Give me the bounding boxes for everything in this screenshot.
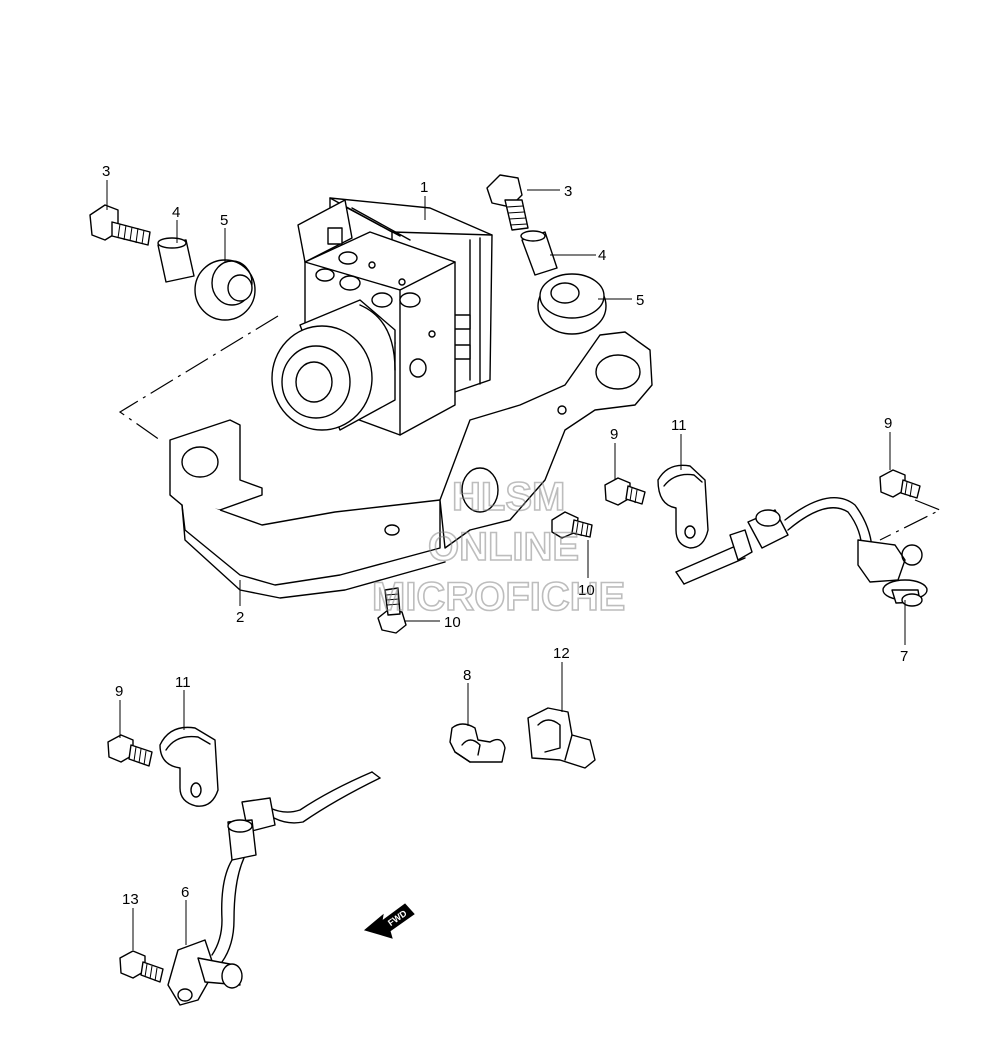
callout-9-lower: 9 bbox=[115, 683, 123, 700]
callout-5-right: 5 bbox=[636, 292, 644, 309]
centerline-left bbox=[118, 315, 279, 441]
fwd-direction-arrow: FWD bbox=[363, 903, 415, 939]
leader-lines bbox=[106, 180, 906, 950]
callout-3-right: 3 bbox=[564, 183, 572, 200]
bolt-9-upper bbox=[604, 477, 646, 506]
callout-11-upper: 11 bbox=[671, 417, 687, 434]
grommet-5-left bbox=[194, 259, 256, 321]
abs-hydraulic-unit bbox=[271, 197, 493, 436]
bolt-13 bbox=[119, 950, 164, 983]
collar-4-right bbox=[520, 230, 558, 276]
collar-4-left bbox=[157, 237, 195, 283]
centerline-right bbox=[879, 499, 942, 541]
watermark-line-3: MICROFICHE bbox=[372, 575, 625, 619]
callout-5-left: 5 bbox=[220, 212, 228, 229]
callout-8: 8 bbox=[463, 667, 471, 684]
callout-2: 2 bbox=[236, 609, 244, 626]
bolt-9-right bbox=[879, 469, 921, 499]
callout-4-left: 4 bbox=[172, 204, 180, 221]
right-sensor-harness bbox=[675, 497, 928, 607]
clamp-11-upper bbox=[657, 464, 709, 549]
callout-11-lower: 11 bbox=[175, 674, 191, 691]
callout-numbers: 1 2 3 3 4 4 5 5 6 7 8 9 9 9 10 10 11 11 … bbox=[102, 163, 908, 908]
mounting-bracket bbox=[169, 331, 653, 599]
bolt-10-upper bbox=[551, 511, 593, 539]
callout-4-right: 4 bbox=[598, 247, 606, 264]
watermark: HLSM ONLINE MICROFICHE bbox=[371, 474, 626, 620]
callout-10-upper: 10 bbox=[578, 582, 595, 599]
bolt-10-lower bbox=[377, 587, 407, 634]
callout-9-upper: 9 bbox=[610, 426, 618, 443]
grommet-5-right bbox=[537, 273, 607, 335]
callout-7: 7 bbox=[900, 648, 908, 665]
bolt-3-left bbox=[89, 204, 151, 246]
callout-3-left: 3 bbox=[102, 163, 110, 180]
callout-9-right: 9 bbox=[884, 415, 892, 432]
callout-10-lower: 10 bbox=[444, 614, 461, 631]
clamp-12 bbox=[527, 707, 596, 769]
clip-8 bbox=[449, 723, 506, 763]
watermark-line-1: HLSM bbox=[452, 475, 565, 519]
callout-1: 1 bbox=[420, 179, 428, 196]
bolt-9-lower bbox=[107, 734, 153, 767]
bolt-3-right bbox=[486, 174, 529, 231]
left-sensor-harness bbox=[167, 771, 381, 1006]
clamp-11-lower bbox=[159, 726, 219, 807]
callout-6: 6 bbox=[181, 884, 189, 901]
watermark-line-2: ONLINE bbox=[428, 525, 579, 569]
callout-12: 12 bbox=[553, 645, 570, 662]
callout-13: 13 bbox=[122, 891, 139, 908]
